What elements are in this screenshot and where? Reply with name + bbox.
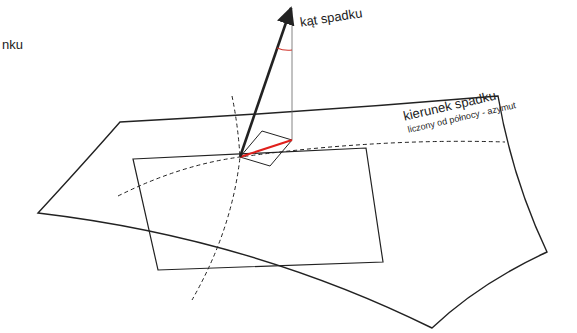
- normal-vector: [240, 8, 291, 157]
- dip-direction-line: [240, 140, 292, 157]
- dashed-curve: [118, 141, 505, 196]
- curved-surface: [38, 96, 547, 328]
- dip-angle-arc: [277, 48, 292, 50]
- annotation-label: nku: [2, 38, 23, 52]
- annotation-label: kąt spadku: [299, 6, 363, 30]
- vertical-line: [292, 8, 293, 140]
- tangent-plane: [133, 148, 383, 270]
- dashed-curve: [192, 96, 240, 300]
